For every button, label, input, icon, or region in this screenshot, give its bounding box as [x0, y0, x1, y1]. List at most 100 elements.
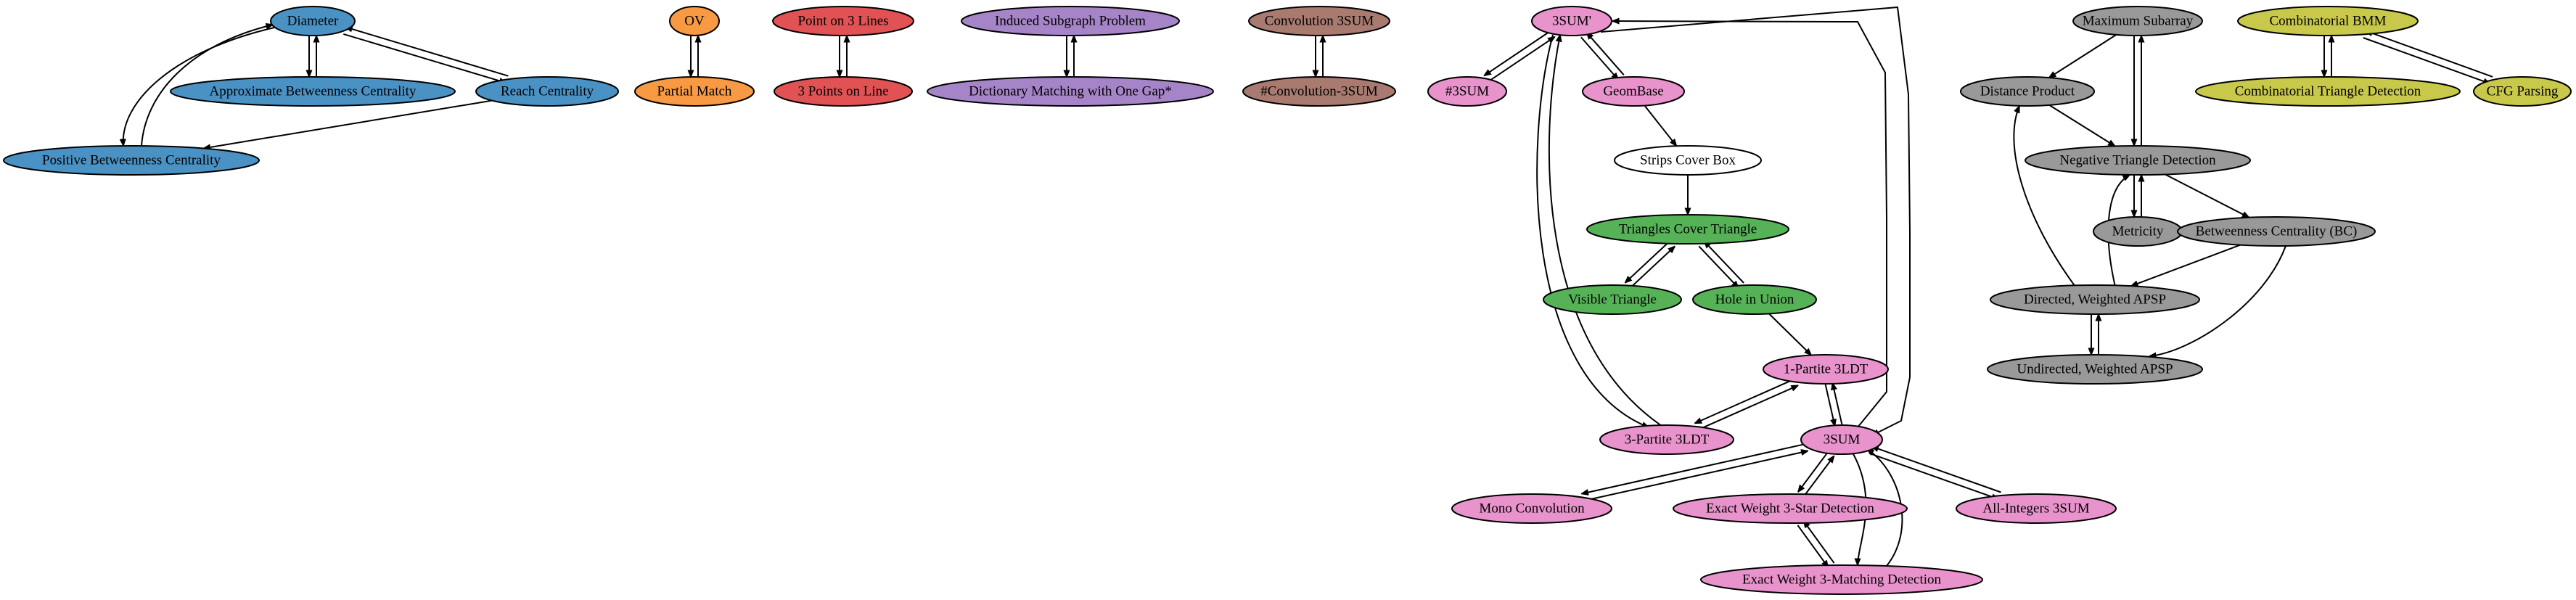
edge-bc-to-dwapsp: [2131, 244, 2241, 287]
node-label: 3 Points on Line: [797, 84, 888, 99]
edge-ew3s-to-3sum: [1803, 456, 1834, 497]
node-ellipse: [1451, 493, 1612, 524]
edge-3sum-to-monoconv: [1582, 443, 1807, 494]
node-hiu[interactable]: Hole in Union: [1692, 284, 1817, 315]
node-ntd[interactable]: Negative Triangle Detection: [2025, 145, 2251, 176]
node-label: Visible Triangle: [1568, 292, 1657, 308]
edge-3sum-to-ai3s: [1869, 452, 1998, 499]
node-ew3s[interactable]: Exact Weight 3-Star Detection: [1673, 493, 1908, 524]
edge-3sump-to-geombase: [1580, 36, 1618, 80]
node-label: 3-Partite 3LDT: [1625, 432, 1710, 448]
node-ellipse: [3, 145, 260, 176]
edge-ew3s-to-ew3m: [1797, 525, 1828, 567]
node-geombase[interactable]: GeomBase: [1582, 76, 1685, 107]
node-label: OV: [684, 14, 705, 29]
node-n3sum[interactable]: #3SUM: [1427, 76, 1507, 107]
edge-line: [1587, 33, 1625, 75]
edge-dwapsp-to-dp: [2013, 106, 2076, 287]
node-label: Positive Betweenness Centrality: [42, 153, 221, 168]
edge-3p3ldt-to-3sump: [1548, 35, 1662, 427]
node-3sum[interactable]: 3SUM: [1800, 424, 1883, 455]
node-dwapsp[interactable]: Directed, Weighted APSP: [1990, 284, 2200, 315]
node-1p3ldt[interactable]: 1-Partite 3LDT: [1763, 354, 1889, 385]
edge-3sump-to-n3sum: [1484, 30, 1551, 76]
edge-diameter-to-reach: [343, 33, 506, 83]
node-monoconv[interactable]: Mono Convolution: [1451, 493, 1612, 524]
node-ellipse: [1531, 6, 1612, 36]
node-ew3m[interactable]: Exact Weight 3-Matching Detection: [1700, 564, 1983, 595]
node-cbmm[interactable]: Combinatorial BMM: [2237, 6, 2419, 36]
node-label: GeomBase: [1603, 84, 1663, 99]
edge-pbc-to-diameter: [141, 25, 273, 147]
node-isp[interactable]: Induced Subgraph Problem: [961, 6, 1180, 36]
edge-3p3ldt-to-1p3ldt: [1697, 385, 1798, 431]
edge-line: [1600, 6, 1911, 436]
edge-line: [1867, 449, 1903, 567]
node-reach[interactable]: Reach Centrality: [475, 76, 619, 107]
node-ellipse: [1990, 284, 2200, 315]
edge-dp-to-ntd: [2048, 104, 2115, 147]
edge-line: [343, 33, 506, 83]
node-3sump[interactable]: 3SUM': [1531, 6, 1612, 36]
edge-diameter-to-pbc: [123, 27, 275, 146]
edge-line: [2049, 34, 2117, 78]
node-nc3s[interactable]: #Convolution-3SUM: [1242, 76, 1396, 107]
node-ctd[interactable]: Combinatorial Triangle Detection: [2195, 76, 2461, 107]
node-ellipse: [1956, 493, 2117, 524]
node-ellipse: [1800, 424, 1883, 455]
edge-3sum-to-1p3ldt: [1832, 383, 1843, 425]
node-dm[interactable]: Dictionary Matching with One Gap*: [927, 76, 1214, 107]
edges-layer: [123, 6, 2493, 567]
node-label: Maximum Subarray: [2083, 14, 2194, 29]
node-p3l[interactable]: Point on 3 Lines: [772, 6, 914, 36]
node-3pl[interactable]: 3 Points on Line: [774, 76, 913, 107]
node-label: Point on 3 Lines: [797, 14, 888, 29]
node-dp[interactable]: Distance Product: [1960, 76, 2095, 107]
node-tct[interactable]: Triangles Cover Triangle: [1586, 214, 1789, 244]
edge-cbmm-to-cfg: [2363, 37, 2490, 83]
edge-line: [1768, 313, 1811, 355]
node-ellipse: [1614, 145, 1762, 176]
node-ellipse: [475, 76, 619, 107]
node-maxsub[interactable]: Maximum Subarray: [2072, 6, 2203, 36]
node-pbc[interactable]: Positive Betweenness Centrality: [3, 145, 260, 176]
edge-line: [1695, 378, 1796, 424]
edge-line: [2048, 104, 2115, 147]
node-3p3ldt[interactable]: 3-Partite 3LDT: [1599, 424, 1734, 455]
node-uwapsp[interactable]: Undirected, Weighted APSP: [1987, 354, 2203, 385]
edge-n3sum-to-3sump: [1488, 37, 1555, 83]
node-pm[interactable]: Partial Match: [634, 76, 755, 107]
node-c3s[interactable]: Convolution 3SUM: [1248, 6, 1390, 36]
node-ellipse: [270, 6, 356, 36]
node-label: Directed, Weighted APSP: [2024, 292, 2166, 308]
edge-line: [2131, 244, 2241, 287]
edge-vt-to-tct: [1629, 246, 1675, 289]
edge-bc-to-uwapsp: [2149, 245, 2286, 356]
edge-line: [1798, 451, 1829, 492]
edge-ntd-to-bc: [2165, 173, 2249, 218]
node-ellipse: [1242, 76, 1396, 107]
node-ellipse: [1582, 76, 1685, 107]
edge-line: [1698, 245, 1739, 288]
edge-line: [1869, 452, 1998, 499]
node-label: Combinatorial BMM: [2270, 14, 2387, 29]
node-ellipse: [2072, 6, 2203, 36]
node-bc[interactable]: Betweenness Centrality (BC): [2177, 216, 2376, 247]
node-ellipse: [1586, 214, 1789, 244]
edge-line: [2363, 37, 2490, 83]
edge-cfg-to-cbmm: [2366, 31, 2493, 78]
node-ov[interactable]: OV: [669, 6, 720, 36]
node-ai3s[interactable]: All-Integers 3SUM: [1956, 493, 2117, 524]
node-metricity[interactable]: Metricity: [2093, 216, 2183, 247]
edge-line: [1797, 525, 1828, 567]
node-ellipse: [1960, 76, 2095, 107]
node-abc[interactable]: Approximate Betweenness Centrality: [170, 76, 456, 107]
node-label: All-Integers 3SUM: [1982, 501, 2089, 517]
edge-ew3m-to-3sum: [1867, 449, 1903, 567]
node-cfg[interactable]: CFG Parsing: [2473, 76, 2572, 107]
edge-dwapsp-to-ntd: [2107, 175, 2130, 287]
node-scb[interactable]: Strips Cover Box: [1614, 145, 1762, 176]
node-vt[interactable]: Visible Triangle: [1543, 284, 1682, 315]
node-diameter[interactable]: Diameter: [270, 6, 356, 36]
